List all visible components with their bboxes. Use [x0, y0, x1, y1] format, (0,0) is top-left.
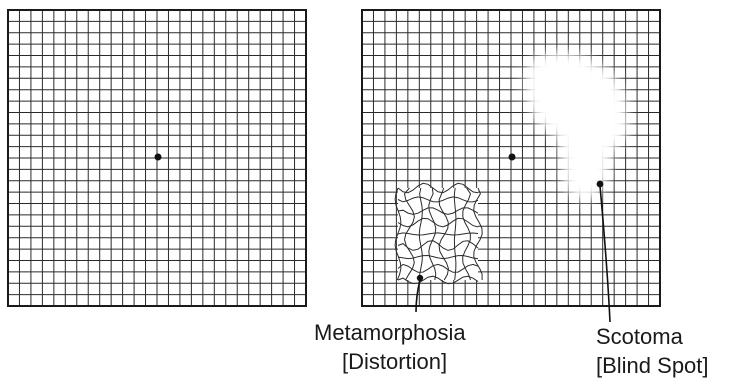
blind-spot-label: [Blind Spot] [596, 353, 709, 378]
scotoma-blind-spot [525, 52, 628, 200]
normal-amsler-grid [8, 10, 306, 306]
scotoma-arrow [597, 181, 610, 322]
metamorphosia-distortion [395, 183, 482, 283]
affected-amsler-grid [362, 10, 660, 306]
scotoma-label: Scotoma [596, 324, 684, 349]
right-fixation-dot [509, 154, 516, 161]
left-fixation-dot [155, 154, 162, 161]
metamorphosia-label: Metamorphosia [314, 320, 466, 345]
distortion-label: [Distortion] [342, 349, 447, 374]
